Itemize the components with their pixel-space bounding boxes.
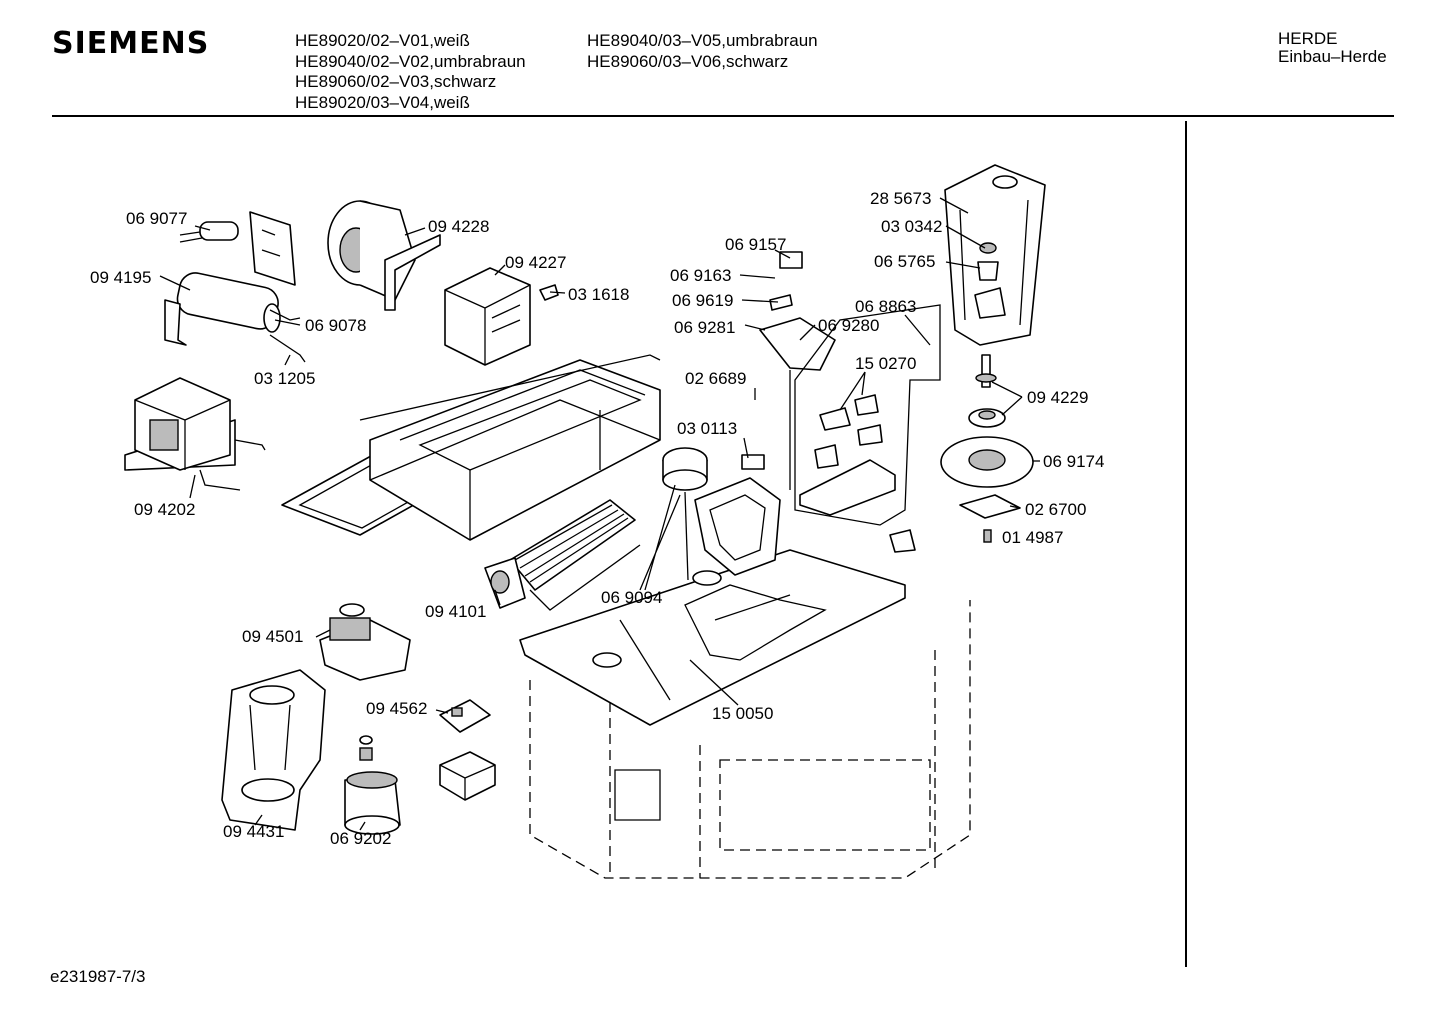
lamp-holder: [344, 735, 401, 835]
part-label: 03 1205: [254, 369, 315, 388]
transformer: [124, 377, 266, 491]
part-label: 09 4229: [1027, 388, 1088, 407]
model-entry: HE89040/02–V02,umbrabraun: [295, 51, 526, 71]
part-label: 09 4562: [366, 699, 427, 718]
turntable-drive: [940, 354, 1034, 543]
part-label: 06 5765: [874, 252, 935, 271]
oven-top-plate: [519, 549, 906, 726]
part-label: 09 4101: [425, 602, 486, 621]
leader-lines: [159, 197, 1040, 831]
part-label: 09 4228: [428, 217, 489, 236]
header-divider: [52, 115, 1394, 117]
part-label: 06 9174: [1043, 452, 1104, 471]
part-label: 06 9157: [725, 235, 786, 254]
element-shroud: [221, 669, 326, 831]
model-list-right: HE89040/03–V05,umbrabraun HE89060/03–V06…: [587, 31, 818, 72]
model-entry: HE89040/03–V05,umbrabraun: [587, 31, 818, 50]
part-labels: 06 9077 09 4195 06 9078 03 1205 09 4228 …: [90, 189, 1104, 848]
part-label: 06 9619: [672, 291, 733, 310]
part-label: 09 4501: [242, 627, 303, 646]
category-subtitle: Einbau–Herde: [1278, 47, 1387, 66]
part-label: 15 0050: [712, 704, 773, 723]
relay-box: [444, 267, 559, 366]
part-label: 03 0113: [677, 419, 737, 438]
rear-element-plate: [944, 164, 1046, 346]
heating-element-frame: [281, 354, 661, 541]
part-label: 06 9202: [330, 829, 391, 848]
tangential-fan: [484, 499, 641, 611]
fan-motor: [319, 603, 411, 681]
model-entry: HE89060/02–V03,schwarz: [295, 72, 497, 91]
part-label: 06 8863: [855, 297, 916, 316]
right-margin-divider: [1185, 121, 1187, 967]
category-title: HERDE: [1278, 29, 1338, 48]
part-label: 02 6689: [685, 369, 746, 388]
switch-group: [759, 251, 941, 553]
part-label: 09 4195: [90, 268, 151, 287]
category-block: HERDE Einbau–Herde: [1278, 30, 1387, 66]
part-label: 06 9163: [670, 266, 731, 285]
capacitor-assembly: [164, 211, 306, 363]
model-entry: HE89060/03–V06,schwarz: [587, 51, 789, 71]
part-label: 06 9078: [305, 316, 366, 335]
part-label: 02 6700: [1025, 500, 1086, 519]
steam-duct: [694, 477, 781, 576]
part-label: 06 9094: [601, 588, 662, 607]
thermostat-limiter: [662, 447, 765, 581]
part-label: 15 0270: [855, 354, 916, 373]
model-entry: HE89020/02–V01,weiß: [295, 31, 470, 50]
brand-logo: SIEMENS: [52, 26, 210, 61]
part-label: 28 5673: [870, 189, 931, 208]
part-label: 06 9281: [674, 318, 735, 337]
part-label: 01 4987: [1002, 528, 1063, 547]
part-label: 03 1618: [568, 285, 629, 304]
part-label: 06 9280: [818, 316, 879, 335]
model-entry: HE89020/03–V04,weiß: [295, 92, 470, 112]
drawing-code: e231987-7/3: [50, 967, 146, 986]
oven-body-outline: [529, 600, 971, 879]
part-label: 09 4227: [505, 253, 566, 272]
part-label: 03 0342: [881, 217, 942, 236]
model-list-left: HE89020/02–V01,weiß HE89040/02–V02,umbra…: [295, 31, 526, 113]
part-label: 09 4202: [134, 500, 195, 519]
part-label: 09 4431: [223, 822, 284, 841]
pcb-and-cover: [439, 699, 496, 801]
cooling-blower: [327, 200, 441, 311]
part-label: 06 9077: [126, 209, 187, 228]
